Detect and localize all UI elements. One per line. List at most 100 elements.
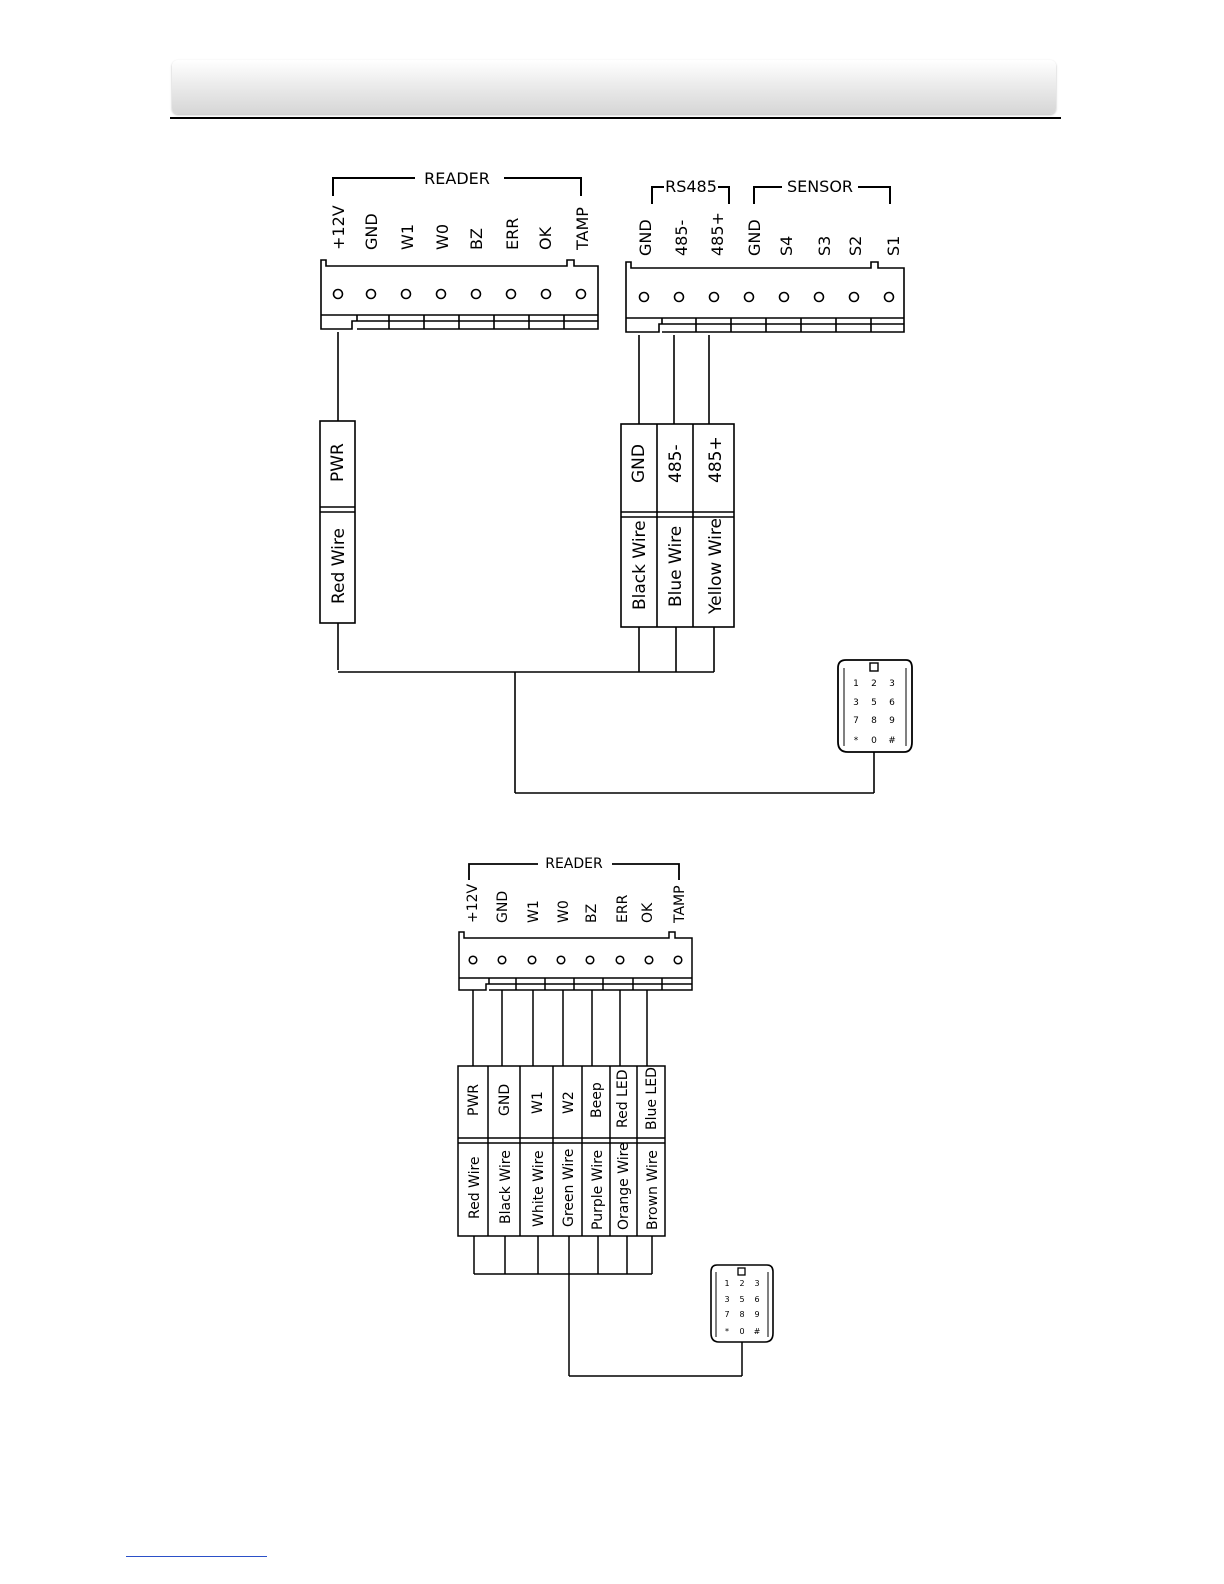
bottom-wires: [472, 990, 743, 1377]
keypad-key: 3: [724, 1295, 729, 1304]
top-right-pin-label: 485+: [708, 212, 727, 256]
top-right-pin-label: 485-: [672, 220, 691, 256]
top-keypad-icon: 1 2 3 3 5 6 7 8 9 * 0 #: [837, 659, 913, 753]
keypad-key: 3: [853, 698, 859, 708]
top-red-wire-label: Red Wire: [329, 528, 349, 604]
bottom-wire-label: White Wire: [531, 1150, 547, 1227]
bottom-reader-pin-labels: +12V GND W1 W0 BZ ERR OK TAMP: [465, 883, 688, 924]
bottom-reader-pin-label: W1: [526, 900, 542, 923]
bottom-terminal-label: Blue LED: [644, 1067, 660, 1130]
top-rs485-wire-label: Blue Wire: [666, 526, 686, 607]
top-sensor-bracket: [753, 186, 891, 204]
keypad-key: 6: [754, 1295, 759, 1304]
top-reader-bracket: [332, 177, 582, 196]
top-rs485-terminal-label: GND: [629, 444, 649, 483]
bottom-wire-label: Orange Wire: [616, 1142, 632, 1230]
bottom-wire-label: Red Wire: [467, 1156, 483, 1219]
header-bar: [172, 60, 1056, 114]
bottom-terminal-label: W2: [561, 1091, 577, 1114]
top-reader-connector: [320, 259, 599, 330]
keypad-key: 1: [853, 679, 859, 689]
top-rs485-terminal-labels: GND 485- 485+: [629, 436, 726, 483]
top-pwr-label: PWR: [328, 443, 348, 482]
top-right-pin-label: S1: [884, 236, 903, 256]
keypad-key: 6: [889, 698, 895, 708]
top-sensor-group-label: SENSOR: [787, 177, 853, 196]
top-reader-pin-label: BZ: [467, 228, 486, 250]
bottom-wiring-diagram: READER +12V GND W1 W0 BZ ERR OK TAMP: [457, 856, 774, 1377]
top-rs485-terminal-label: 485-: [666, 444, 686, 483]
bottom-reader-pin-label: TAMP: [672, 885, 688, 924]
keypad-key: 8: [871, 716, 877, 726]
top-right-pin-label: S4: [777, 236, 796, 256]
keypad-key: 5: [739, 1295, 744, 1304]
top-reader-pin-label: +12V: [329, 205, 348, 250]
keypad-key: 2: [739, 1279, 744, 1288]
top-rs485-terminal-label: 485+: [706, 436, 726, 483]
bottom-wire-label: Black Wire: [498, 1150, 514, 1224]
bottom-reader-connector: [458, 931, 693, 991]
bottom-wire-label: Purple Wire: [590, 1150, 606, 1230]
top-reader-pin-label: TAMP: [573, 207, 592, 251]
bottom-terminal-label: Beep: [589, 1082, 605, 1118]
bottom-reader-bracket: [468, 863, 680, 880]
bottom-terminal-label: Red LED: [615, 1070, 631, 1128]
top-reader-pin-labels: +12V GND W1 W0 BZ ERR OK TAMP: [329, 205, 592, 251]
bottom-terminal-labels: PWR GND W1 W2 Beep Red LED Blue LED: [466, 1067, 660, 1130]
bottom-reader-pin-label: ERR: [615, 894, 631, 923]
top-rs485-wire-label: Yellow Wire: [706, 518, 726, 615]
top-pwr-box: [319, 420, 356, 624]
keypad-key: #: [754, 1327, 761, 1336]
top-reader-pin-label: W1: [398, 224, 417, 250]
bottom-reader-group-label: READER: [545, 856, 603, 872]
keypad-key: 8: [739, 1310, 744, 1319]
keypad-key: 5: [871, 698, 877, 708]
top-rs485-wire-label: Black Wire: [630, 520, 650, 610]
top-right-pin-label: GND: [745, 219, 764, 256]
bottom-keypad-icon: 1 2 3 3 5 6 7 8 9 * 0 #: [710, 1264, 774, 1343]
top-right-pin-label: S3: [815, 236, 834, 256]
keypad-key: 3: [754, 1279, 759, 1288]
keypad-key: 7: [853, 716, 859, 726]
keypad-key: *: [725, 1327, 729, 1336]
top-rs485-sensor-connector: [625, 261, 905, 333]
bottom-terminal-label: W1: [530, 1091, 546, 1114]
bottom-reader-pin-label: OK: [640, 902, 656, 923]
header-rule: [170, 117, 1061, 119]
bottom-terminal-label: GND: [497, 1084, 513, 1116]
bottom-wire-label: Brown Wire: [645, 1150, 661, 1230]
top-reader-group-label: READER: [424, 169, 490, 188]
top-right-pin-label: GND: [636, 219, 655, 256]
bottom-terminal-label: PWR: [466, 1084, 482, 1116]
bottom-reader-pin-label: GND: [495, 891, 511, 923]
keypad-key: 9: [889, 716, 895, 726]
keypad-key: *: [854, 736, 859, 746]
keypad-key: 3: [889, 679, 895, 689]
keypad-key: #: [888, 736, 896, 746]
footer-link-underline[interactable]: [126, 1556, 267, 1557]
top-wiring-diagram: READER RS485 SENSOR +12V GND W1 W0 BZ ER…: [319, 169, 913, 794]
keypad-key: 7: [724, 1310, 729, 1319]
bottom-terminal-box: [457, 1065, 666, 1237]
top-reader-pin-label: GND: [362, 213, 381, 250]
keypad-key: 2: [871, 679, 877, 689]
top-right-pin-label: S2: [846, 236, 865, 256]
keypad-key: 0: [739, 1327, 744, 1336]
keypad-key: 1: [724, 1279, 729, 1288]
bottom-wire-labels: Red Wire Black Wire White Wire Green Wir…: [467, 1142, 661, 1230]
keypad-key: 9: [754, 1310, 759, 1319]
top-reader-pin-label: OK: [536, 226, 555, 250]
keypad-key: 0: [871, 736, 877, 746]
top-reader-pin-label: ERR: [503, 218, 522, 250]
top-wires: [337, 332, 875, 794]
top-rs485-wire-labels: Black Wire Blue Wire Yellow Wire: [630, 518, 726, 615]
top-right-pin-labels: GND 485- 485+ GND S4 S3 S2 S1: [636, 212, 903, 256]
bottom-reader-pin-label: W0: [556, 900, 572, 923]
bottom-reader-pin-label: BZ: [584, 904, 600, 923]
top-reader-pin-label: W0: [433, 224, 452, 250]
bottom-reader-pin-label: +12V: [465, 883, 481, 923]
top-rs485-bracket: [651, 186, 730, 204]
top-rs485-group-label: RS485: [665, 177, 717, 196]
top-rs485-box: [620, 423, 735, 628]
